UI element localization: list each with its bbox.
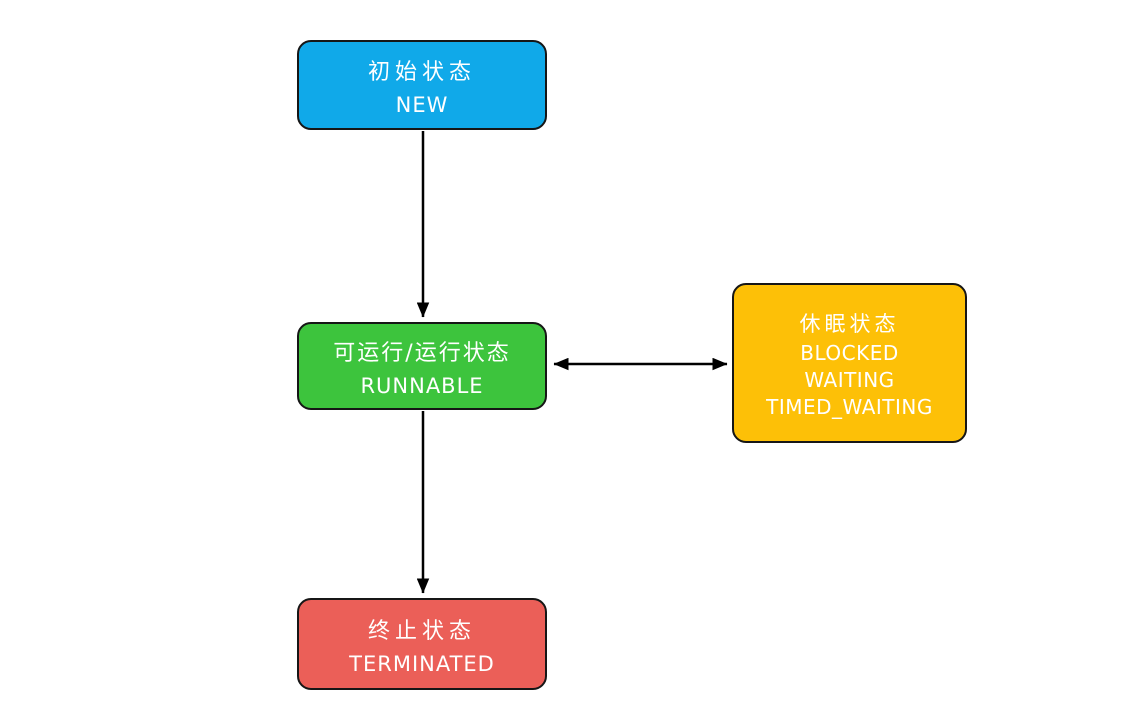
node-new-title-en: NEW: [395, 92, 449, 117]
node-new-state: 初始状态 NEW: [297, 40, 547, 130]
node-runnable-state: 可运行/运行状态 RUNNABLE: [297, 322, 547, 410]
node-sleeping-line-blocked: BLOCKED: [800, 340, 899, 365]
node-terminated-title-zh: 终止状态: [367, 618, 476, 644]
node-sleeping-line-waiting: WAITING: [804, 367, 895, 392]
node-sleeping-line-timed-waiting: TIMED_WAITING: [766, 394, 933, 419]
node-sleeping-state: 休眠状态 BLOCKED WAITING TIMED_WAITING: [732, 283, 967, 443]
node-runnable-title-zh: 可运行/运行状态: [333, 340, 511, 366]
node-sleeping-title-zh: 休眠状态: [799, 311, 900, 336]
node-terminated-title-en: TERMINATED: [349, 651, 495, 676]
node-terminated-state: 终止状态 TERMINATED: [297, 598, 547, 690]
node-new-title-zh: 初始状态: [367, 59, 476, 85]
node-runnable-title-en: RUNNABLE: [360, 373, 484, 398]
